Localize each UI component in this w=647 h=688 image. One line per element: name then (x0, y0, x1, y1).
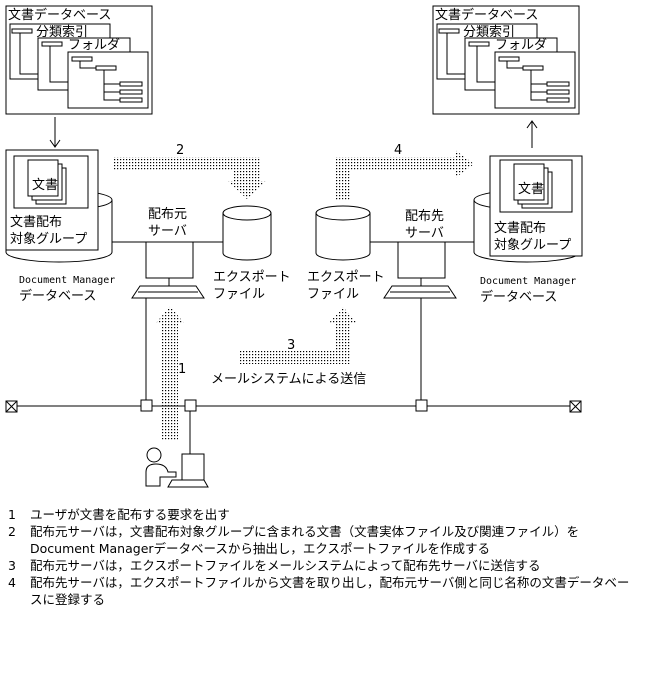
right-folder-label: フォルダ (495, 38, 547, 53)
left-doc-icon-label: 文書 (32, 178, 58, 193)
flow-arrow-step-4 (336, 150, 474, 200)
source-server-label-1: 配布元 (148, 207, 187, 222)
network-terminator-right (569, 400, 582, 413)
step-text: 配布元サーバは，エクスポートファイルをメールシステムによって配布先サーバに送信す… (30, 558, 541, 573)
right-tree-node (546, 89, 570, 95)
right-export-label-2: ファイル (307, 287, 359, 302)
left-tree-node (95, 65, 117, 71)
right-index-node (438, 28, 460, 34)
dest-server-label-2: サーバ (405, 226, 444, 241)
left-export-file-cylinder (222, 205, 272, 261)
left-db-caption-2: データベース (19, 288, 96, 304)
source-server-monitor (145, 241, 194, 279)
left-index-node (11, 28, 33, 34)
user-terminal-icon (167, 453, 209, 488)
right-dm-database-cylinder: 文書 文書配布 対象グループ (473, 155, 583, 263)
doc-icon (27, 159, 59, 197)
right-db-caption-2: データベース (480, 289, 557, 305)
step-2-number: 2 (176, 143, 184, 158)
distribution-diagram: 文書データベース 分類索引 フォルダ 文書データベース 分類索引 フォルダ (5, 5, 583, 488)
left-export-label-1: エクスポート (213, 270, 291, 285)
left-tree-connector (103, 70, 120, 101)
left-index-label: 分類索引 (36, 25, 88, 40)
user-person-icon (145, 447, 177, 487)
flow-arrow-step-3 (240, 307, 358, 364)
right-tree-node (546, 97, 570, 103)
step-number: 3 (8, 558, 16, 573)
left-tree-node (119, 81, 143, 87)
step-number: 2 (8, 524, 16, 539)
step-text: 配布元サーバは，文書配布対象グループに含まれる文書（文書実体ファイル及び関連ファ… (30, 524, 580, 556)
left-group-label-1: 文書配布 (10, 215, 62, 230)
right-folder-node (468, 41, 490, 47)
step-3-number: 3 (287, 338, 295, 353)
source-server-network-node (140, 399, 153, 412)
left-folder-label: フォルダ (68, 38, 120, 53)
right-tree-node (522, 65, 544, 71)
right-tree-connector (476, 46, 495, 83)
flow-arrow-step-2 (113, 157, 266, 199)
right-group-label-1: 文書配布 (494, 221, 546, 236)
left-dm-database-cylinder: 文書 文書配布 対象グループ (5, 149, 113, 263)
left-tree-connector (79, 61, 96, 69)
right-tree-connector (506, 61, 523, 69)
left-tree-node (71, 56, 93, 62)
left-group-label-2: 対象グループ (10, 232, 87, 247)
doc-icon (513, 163, 545, 201)
left-tree-node (119, 97, 143, 103)
left-db-title: 文書データベース (8, 7, 111, 23)
user-network-node (184, 399, 197, 412)
step-item: 2 配布元サーバは，文書配布対象グループに含まれる文書（文書実体ファイル及び関連… (8, 523, 638, 557)
left-tree-connector (19, 33, 38, 75)
left-tree-connector (49, 46, 68, 83)
right-tree-connector (446, 33, 465, 75)
dest-server-label-1: 配布先 (405, 209, 444, 224)
step-1-number: 1 (178, 362, 186, 377)
right-index-label: 分類索引 (463, 25, 515, 40)
network-terminator-left (5, 400, 18, 413)
source-server-label-2: サーバ (148, 224, 187, 239)
step-number: 1 (8, 507, 16, 522)
left-document-database: 文書データベース 分類索引 フォルダ (5, 5, 153, 115)
step-item: 3 配布元サーバは，エクスポートファイルをメールシステムによって配布先サーバに送… (8, 557, 638, 574)
right-group-label-2: 対象グループ (494, 238, 571, 253)
left-export-label-2: ファイル (213, 287, 265, 302)
dest-server-network-node (415, 399, 428, 412)
step-number: 4 (8, 575, 16, 590)
step-text: 配布先サーバは，エクスポートファイルから文書を取り出し，配布元サーバ側と同じ名称… (30, 575, 630, 607)
right-tree-node (498, 56, 520, 62)
step-4-number: 4 (394, 143, 402, 158)
right-db-caption-1: Document Manager (480, 276, 576, 287)
right-tree-node (546, 81, 570, 87)
right-db-title: 文書データベース (435, 7, 538, 23)
right-db-up-arrowhead (526, 120, 538, 129)
right-doc-icon-label: 文書 (518, 182, 544, 197)
right-export-label-1: エクスポート (307, 270, 385, 285)
step-item: 4 配布先サーバは，エクスポートファイルから文書を取り出し，配布元サーバ側と同じ… (8, 574, 638, 608)
step-description-list: 1 ユーザが文書を配布する要求を出す 2 配布元サーバは，文書配布対象グループに… (8, 506, 638, 608)
step-text: ユーザが文書を配布する要求を出す (30, 507, 230, 522)
step-item: 1 ユーザが文書を配布する要求を出す (8, 506, 638, 523)
right-tree-connector (530, 70, 547, 101)
left-db-caption-1: Document Manager (19, 275, 115, 286)
left-db-down-arrowhead (49, 139, 61, 148)
mail-system-label: メールシステムによる送信 (211, 372, 366, 387)
left-tree-node (119, 89, 143, 95)
right-export-file-cylinder (315, 205, 371, 261)
right-document-database: 文書データベース 分類索引 フォルダ (432, 5, 580, 115)
left-folder-node (41, 41, 63, 47)
dest-server-monitor (397, 241, 446, 279)
